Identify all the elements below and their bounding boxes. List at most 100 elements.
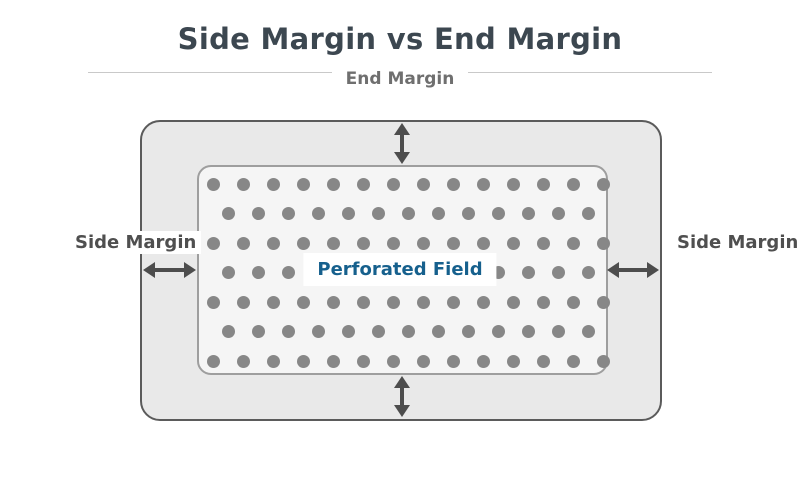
end-margin-divider: End Margin: [88, 64, 712, 94]
perforation-dot: [431, 325, 445, 338]
perforation-dot: [521, 207, 535, 220]
side-margin-arrow-left: [143, 262, 196, 278]
perforation-dot: [446, 236, 460, 250]
perforation-dot: [536, 236, 550, 250]
perforation-dot: [566, 177, 580, 191]
perforation-dot: [461, 207, 475, 220]
arrowhead-left-icon: [607, 262, 619, 278]
perforated-field-label: Perforated Field: [303, 253, 497, 286]
perforation-dot: [446, 295, 460, 309]
perforation-dot: [341, 325, 355, 338]
end-margin-arrow-bottom: [394, 376, 410, 417]
perforation-dot: [386, 236, 400, 250]
perforation-dot: [356, 236, 370, 250]
perforation-dot: [221, 325, 235, 338]
perforation-dot: [476, 354, 490, 368]
perforation-dot: [491, 207, 505, 220]
arrowhead-down-icon: [394, 152, 410, 164]
perforation-dot: [296, 295, 310, 309]
arrowhead-right-icon: [184, 262, 196, 278]
arrowhead-up-icon: [394, 123, 410, 135]
perforation-dot: [506, 354, 520, 368]
perforation-dot: [356, 177, 370, 191]
perforation-dot: [476, 177, 490, 191]
perforation-dot: [341, 207, 355, 220]
perforation-dot: [476, 236, 490, 250]
perforation-dot: [551, 207, 565, 220]
perforation-dot: [416, 236, 430, 250]
perforation-dot: [551, 266, 565, 279]
end-margin-arrow-top: [394, 123, 410, 164]
perforation-dot: [296, 354, 310, 368]
perforation-dot: [401, 207, 415, 220]
arrow-shaft: [400, 388, 404, 405]
perforation-dot: [551, 325, 565, 338]
perforation-dot: [536, 354, 550, 368]
perforation-dot: [491, 325, 505, 338]
perforation-dot: [446, 354, 460, 368]
perforation-dot: [236, 354, 250, 368]
divider-line-right: [468, 72, 712, 73]
perforation-dot: [386, 177, 400, 191]
perforation-dot: [446, 177, 460, 191]
perforation-dot: [386, 354, 400, 368]
perforation-dot: [326, 236, 340, 250]
end-margin-label: End Margin: [345, 69, 455, 89]
perforation-dot: [371, 325, 385, 338]
perforation-dot: [566, 236, 580, 250]
perforation-dot: [356, 295, 370, 309]
perforation-dot: [251, 325, 265, 338]
perforation-dot: [581, 325, 595, 338]
perforation-dot: [281, 207, 295, 220]
perforation-dot: [416, 295, 430, 309]
perforation-dot: [506, 177, 520, 191]
perforation-dot: [536, 295, 550, 309]
arrow-shaft: [400, 135, 404, 152]
perforation-dot: [311, 325, 325, 338]
perforation-dot: [596, 177, 610, 191]
perforation-dot: [416, 354, 430, 368]
perforation-dot: [536, 177, 550, 191]
perforation-dot: [236, 295, 250, 309]
perforation-dot: [266, 354, 280, 368]
perforation-dot: [521, 266, 535, 279]
perforation-dot: [461, 325, 475, 338]
perforation-dot: [566, 354, 580, 368]
perforation-dot: [506, 236, 520, 250]
perforation-dot: [221, 207, 235, 220]
perforation-dot: [386, 295, 400, 309]
perforation-dot: [266, 236, 280, 250]
perforation-dot: [476, 295, 490, 309]
perforation-dot: [251, 266, 265, 279]
perforation-dot: [251, 207, 265, 220]
perforation-dot: [236, 177, 250, 191]
perforation-dot: [356, 354, 370, 368]
side-margin-label-left: Side Margin: [70, 231, 202, 254]
perforation-dot: [326, 354, 340, 368]
perforation-dot: [371, 207, 385, 220]
arrowhead-right-icon: [647, 262, 659, 278]
perforation-dot: [416, 177, 430, 191]
perforation-dot: [311, 207, 325, 220]
perforation-dot: [266, 295, 280, 309]
perforation-dot: [566, 295, 580, 309]
perforation-dot: [326, 295, 340, 309]
perforation-dot: [596, 295, 610, 309]
perforation-dot: [296, 177, 310, 191]
perforation-dot: [581, 207, 595, 220]
arrowhead-up-icon: [394, 376, 410, 388]
perforation-dot: [401, 325, 415, 338]
perforation-dot: [221, 266, 235, 279]
divider-line-left: [88, 72, 332, 73]
perforation-dot: [206, 177, 220, 191]
perforation-dot: [236, 236, 250, 250]
perforation-dot: [596, 354, 610, 368]
arrowhead-left-icon: [143, 262, 155, 278]
page-title: Side Margin vs End Margin: [177, 22, 623, 56]
arrowhead-down-icon: [394, 405, 410, 417]
perforation-dot: [206, 236, 220, 250]
perforation-dot: [281, 266, 295, 279]
perforation-dot: [266, 177, 280, 191]
side-margin-label-right: Side Margin: [672, 231, 800, 254]
